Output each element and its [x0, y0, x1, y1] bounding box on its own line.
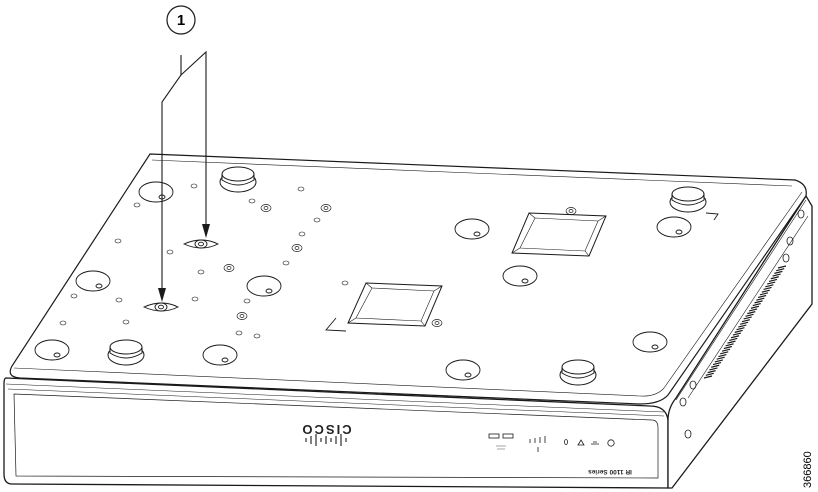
alignment-mark-left: [325, 317, 347, 332]
vent-slot: [777, 265, 787, 269]
vent-slot: [748, 308, 758, 312]
alert-led-icon: [577, 439, 585, 446]
chassis-front-face: [3, 377, 669, 489]
callout-arrowheads: [158, 224, 210, 302]
vent-slot: [776, 268, 785, 272]
front-panel-border: [13, 393, 659, 479]
vent-slot: [732, 332, 742, 336]
led-1: [564, 439, 568, 445]
keyhole-slot-lower: [142, 302, 180, 312]
side-screws: [679, 209, 805, 439]
brand-logo-text: CISCO: [300, 422, 351, 437]
vent-slot: [772, 273, 781, 277]
vent-slot: [729, 337, 738, 342]
vent-slot: [741, 319, 751, 323]
vent-slot: [738, 324, 747, 328]
recessed-pad-right: [511, 212, 607, 257]
vent-slot: [720, 351, 729, 355]
chassis-side-face: [667, 194, 813, 489]
figure-id: 366860: [802, 451, 814, 488]
vent-slot: [709, 367, 718, 371]
vent-slot: [743, 316, 752, 320]
port-label-box-1: [488, 433, 500, 439]
power-led-icon: [607, 439, 615, 447]
vent-slot: [734, 329, 743, 333]
vent-slot: [770, 276, 779, 280]
front-panel-logo-bars: [305, 434, 347, 446]
vent-slot: [705, 372, 714, 376]
vent-slot: [727, 340, 736, 344]
foot-3: [107, 339, 145, 366]
vent-slot: [765, 284, 774, 288]
vent-slot: [707, 370, 716, 374]
vent-slot: [736, 327, 745, 331]
rubber-feet: [107, 166, 707, 386]
vent-slot: [756, 297, 765, 301]
chassis-top-surface: [9, 153, 807, 405]
foot-2: [669, 186, 707, 213]
screw-holes: [223, 204, 577, 327]
vent-slot: [711, 364, 720, 368]
foot-4: [559, 359, 597, 386]
foot-1: [219, 166, 257, 193]
large-holes: [34, 181, 692, 381]
callout-number: 1: [177, 12, 185, 29]
vent-slot: [714, 359, 723, 363]
vent-slot: [718, 353, 727, 358]
recessed-pads: [347, 212, 607, 327]
vent-slot: [767, 281, 776, 285]
keyhole-slot-upper: [182, 239, 220, 249]
keyhole-mounting-slots: [142, 239, 220, 312]
vent-slot: [754, 300, 763, 304]
side-vent-grille: [703, 265, 787, 379]
vent-slot: [730, 335, 740, 339]
power-led-bars: [591, 441, 599, 445]
chassis-top-bevel: [13, 159, 803, 397]
led-indicators: [488, 433, 615, 452]
vent-slot: [768, 278, 778, 282]
alignment-mark-right: [705, 212, 719, 221]
vent-slot: [763, 286, 772, 291]
front-panel-tiny-labels: [496, 445, 506, 450]
recessed-pad-left: [347, 282, 443, 327]
vent-slot: [750, 305, 760, 309]
mounting-dots: [59, 183, 349, 339]
model-label: IR 1100 Series: [588, 468, 632, 475]
vent-slot: [721, 348, 731, 352]
vent-slot: [712, 362, 722, 366]
vent-slot: [761, 289, 770, 293]
vent-slot: [759, 292, 769, 296]
vent-slot: [758, 294, 767, 299]
callout-leaders: [161, 50, 207, 288]
vent-slot: [725, 343, 734, 347]
vent-slot: [723, 345, 732, 350]
port-label-box-2: [502, 433, 514, 439]
vent-slot: [739, 321, 749, 325]
vent-slot: [716, 356, 725, 360]
vent-slot: [774, 270, 783, 274]
vent-slot: [703, 375, 713, 379]
vent-slot: [745, 313, 754, 317]
callout-circle: [166, 5, 196, 35]
vent-slot: [747, 311, 756, 315]
vent-slot: [752, 302, 761, 307]
chassis: [3, 153, 813, 489]
